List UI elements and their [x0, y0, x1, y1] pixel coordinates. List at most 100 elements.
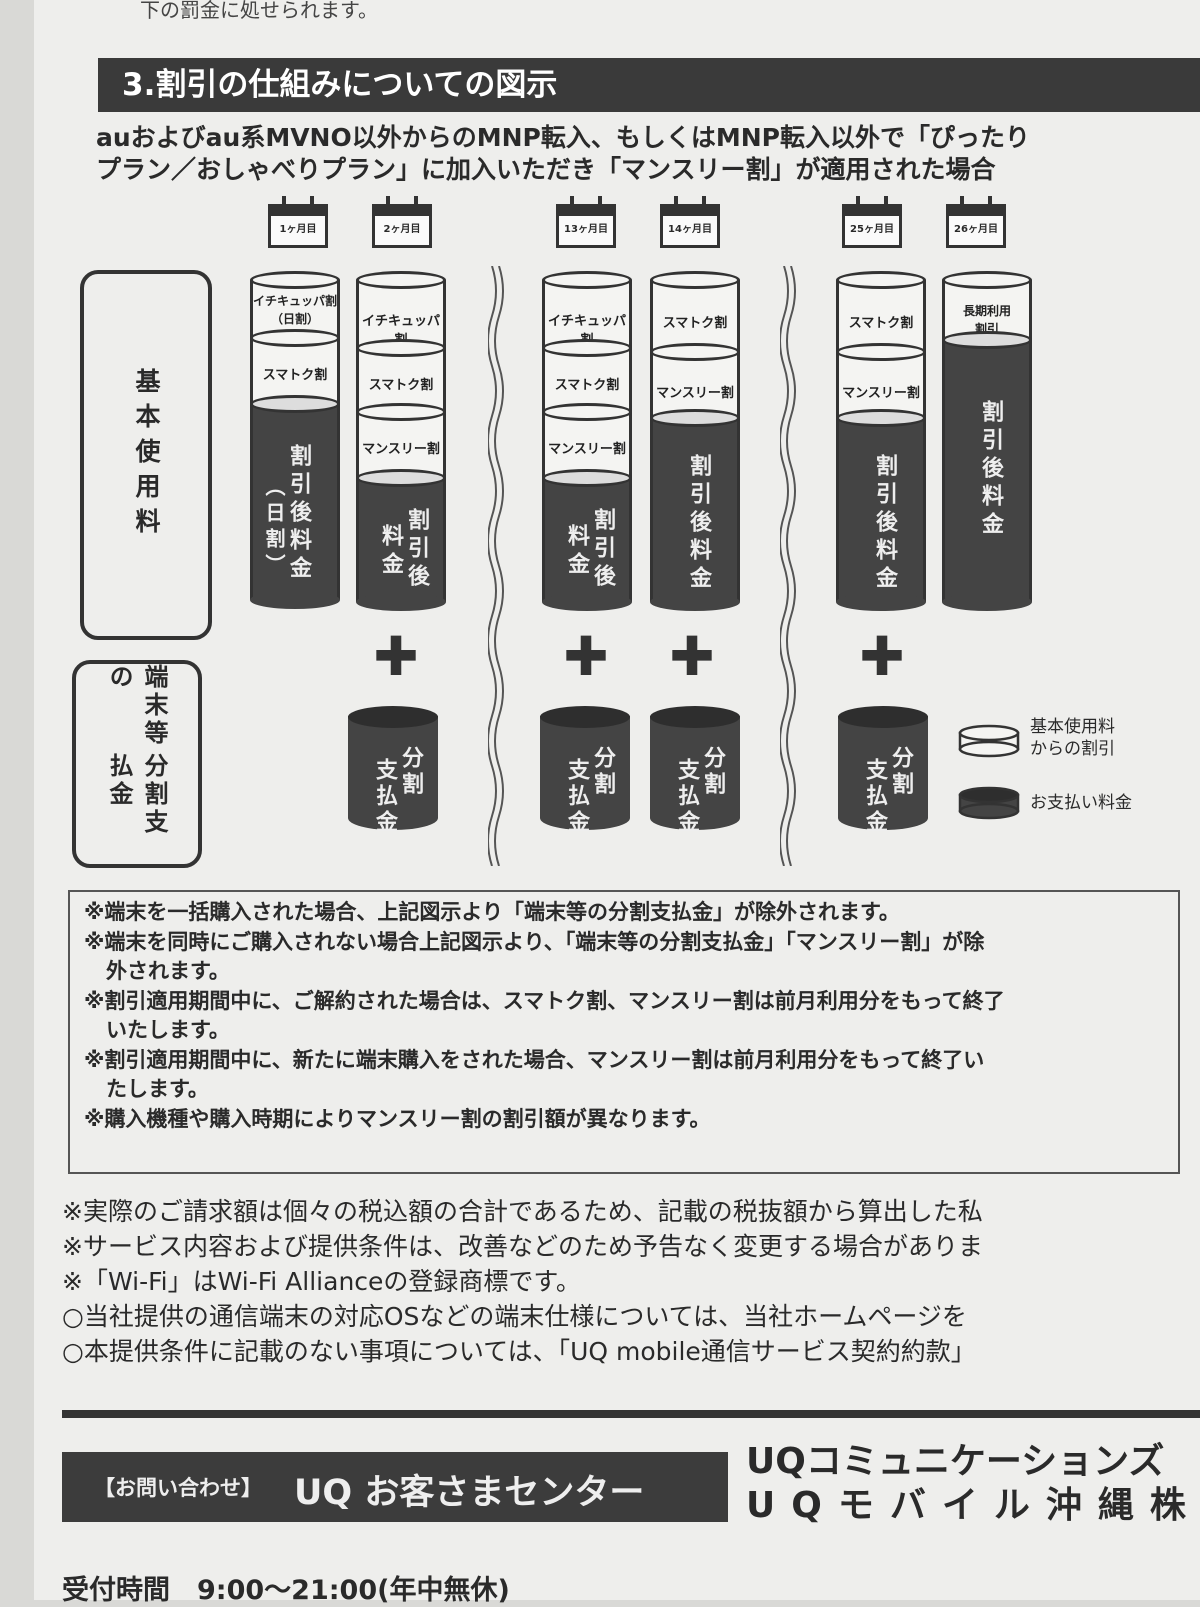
footer-notes: ※実際のご請求額は個々の税込額の合計であるため、記載の税抜額から算出した私 ※サ…: [62, 1194, 1200, 1369]
month-label: 2ヶ月目: [383, 224, 421, 235]
plus-icon: ✚: [669, 625, 715, 688]
discount-segment: スマトク割: [650, 271, 740, 352]
basic-fee-label: 基本使用料: [80, 270, 212, 640]
note-line: ※端末を同時にご購入されない場合上記図示より、「端末等の分割支払金」「マンスリー…: [84, 929, 985, 954]
footer-line: ※実際のご請求額は個々の税込額の合計であるため、記載の税抜額から算出した私: [62, 1197, 983, 1226]
segment-label: マンスリー割: [362, 442, 440, 457]
note-line: ※割引適用期間中に、新たに端末購入をされた場合、マンスリー割は前月利用分をもって…: [84, 1047, 985, 1072]
cylinder-label: 支払金: [372, 758, 397, 836]
legend-label: 基本使用料 からの割引: [1030, 716, 1115, 760]
intro-line: auおよびau系MVNO以外からのMNP転入、もしくはMNP転入以外で「ぴったり: [96, 123, 1030, 152]
discount-segment: マンスリー割: [836, 343, 926, 418]
segment-label: 割引後: [404, 508, 429, 592]
discount-segment: スマトク割: [250, 329, 340, 404]
discount-segment: マンスリー割: [356, 403, 446, 478]
segment-label: スマトク割: [662, 316, 728, 331]
installment-cylinder: 分割 支払金: [540, 706, 630, 840]
segment-label: マンスリー割: [656, 386, 734, 401]
footer-line: ○本提供条件に記載のない事項については、「UQ mobile通信サービス契約約款…: [62, 1337, 976, 1366]
month-label: 26ヶ月目: [954, 224, 998, 235]
segment-label: スマトク割: [368, 378, 434, 393]
cylinder-label: 支払金: [674, 758, 699, 836]
cylinder-label: 支払金: [862, 758, 887, 836]
calendar-icon: 13ヶ月目: [556, 196, 620, 250]
note-line: ※端末を一括購入された場合、上記図示より「端末等の分割支払金」が除外されます。: [84, 900, 900, 924]
payment-segment: 割引後料金: [650, 409, 740, 611]
cut-off-text: 下の罰金に処せられます。: [140, 0, 378, 22]
payment-segment: 割引後料金: [836, 409, 926, 611]
footer-line: ※サービス内容および提供条件は、改善などのため予告なく変更する場合がありま: [62, 1232, 983, 1261]
segment-label: 料金: [378, 524, 403, 580]
plus-icon: ✚: [373, 625, 419, 688]
business-hours: 受付時間 9:00〜21:00(年中無休): [62, 1575, 510, 1606]
plus-icon: ✚: [859, 625, 905, 688]
month-label: 25ヶ月目: [850, 224, 894, 235]
intro-text: auおよびau系MVNO以外からのMNP転入、もしくはMNP転入以外で「ぴったり…: [96, 122, 1176, 186]
payment-legend-icon: [958, 786, 1020, 820]
contact-center-name: UQ お客さまセンター: [294, 1473, 645, 1513]
segment-label: （日割）: [262, 476, 286, 580]
installment-cylinder: 分割 支払金: [348, 706, 438, 840]
installment-cylinder: 分割 支払金: [838, 706, 928, 840]
company-line: UQモバイル沖縄株: [746, 1485, 1200, 1526]
payment-segment: 割引後 料金: [542, 469, 632, 611]
segment-label: 長期利用: [962, 304, 1011, 318]
installment-label-line: 端末等の: [105, 664, 168, 748]
company-line: UQコミュニケーションズ: [746, 1441, 1165, 1482]
installment-cylinder: 分割 支払金: [650, 706, 740, 840]
discount-segment: マンスリー割: [650, 343, 740, 418]
segment-label: 割引後: [590, 508, 615, 592]
note-line: たします。: [106, 1077, 209, 1101]
segment-label: 割引後料金: [686, 454, 711, 594]
discount-segment: イチキュッパ割 （日割）: [250, 271, 340, 338]
discount-segment: マンスリー割: [542, 403, 632, 478]
segment-label: 割引後料金: [872, 454, 897, 594]
note-line: 外されます。: [106, 959, 230, 983]
discount-segment: イチキュッパ割: [542, 271, 632, 348]
plus-icon: ✚: [563, 625, 609, 688]
calendar-icon: 1ヶ月目: [268, 196, 332, 250]
discount-legend-icon: [958, 724, 1020, 758]
payment-segment: 割引後料金 （日割）: [250, 395, 340, 609]
cylinder-label: 支払金: [564, 758, 589, 836]
cylinder-label: 分割: [398, 746, 423, 798]
segment-label: スマトク割: [262, 368, 328, 383]
calendar-icon: 2ヶ月目: [372, 196, 436, 250]
discount-segment: 長期利用 割引: [942, 271, 1032, 340]
footer-line: ○当社提供の通信端末の対応OSなどの端末仕様については、当社ホームページを: [62, 1302, 967, 1331]
contact-label: 【お問い合わせ】: [94, 1476, 262, 1500]
calendar-icon: 26ヶ月目: [946, 196, 1010, 250]
divider: [62, 1410, 1200, 1418]
legend-line: からの割引: [1030, 739, 1115, 759]
segment-label: 割引後料金: [286, 444, 311, 584]
discount-segment: スマトク割: [356, 339, 446, 412]
note-line: いたします。: [106, 1018, 230, 1042]
legend-label: お支払い料金: [1030, 793, 1132, 813]
intro-line: プラン／おしゃべりプラン」に加入いただき「マンスリー割」が適用された場合: [96, 155, 996, 184]
month-label: 13ヶ月目: [564, 224, 608, 235]
period-separator: [488, 266, 504, 866]
note-line: ※購入機種や購入時期によりマンスリー割の割引額が異なります。: [84, 1106, 711, 1131]
segment-label: 料金: [564, 524, 589, 580]
segment-label: （日割）: [270, 312, 319, 326]
segment-label: マンスリー割: [548, 442, 626, 457]
payment-segment: 割引後 料金: [356, 469, 446, 611]
calendar-icon: 25ヶ月目: [842, 196, 906, 250]
segment-label: マンスリー割: [842, 386, 920, 401]
discount-segment: スマトク割: [836, 271, 926, 352]
installment-label-line: 分割支払金: [105, 752, 168, 837]
segment-label: 割引後料金: [978, 400, 1003, 540]
cylinder-label: 分割: [888, 746, 913, 798]
footer-line: ※「Wi-Fi」はWi-Fi Allianceの登録商標です。: [62, 1267, 581, 1296]
month-label: 1ヶ月目: [279, 224, 317, 235]
legend-line: 基本使用料: [1030, 717, 1115, 737]
segment-label: スマトク割: [848, 316, 914, 331]
payment-segment: 割引後料金: [942, 331, 1032, 611]
month-label: 14ヶ月目: [668, 224, 712, 235]
discount-segment: スマトク割: [542, 339, 632, 412]
note-line: ※割引適用期間中に、ご解約された場合は、スマトク割、マンスリー割は前月利用分をも…: [84, 988, 1005, 1013]
notes-list: ※端末を一括購入された場合、上記図示より「端末等の分割支払金」が除外されます。 …: [84, 898, 1174, 1134]
calendar-icon: 14ヶ月目: [660, 196, 724, 250]
section-title: 3.割引の仕組みについての図示: [98, 58, 1200, 112]
contact-banner: 【お問い合わせ】 UQ お客さまセンター: [62, 1452, 728, 1522]
